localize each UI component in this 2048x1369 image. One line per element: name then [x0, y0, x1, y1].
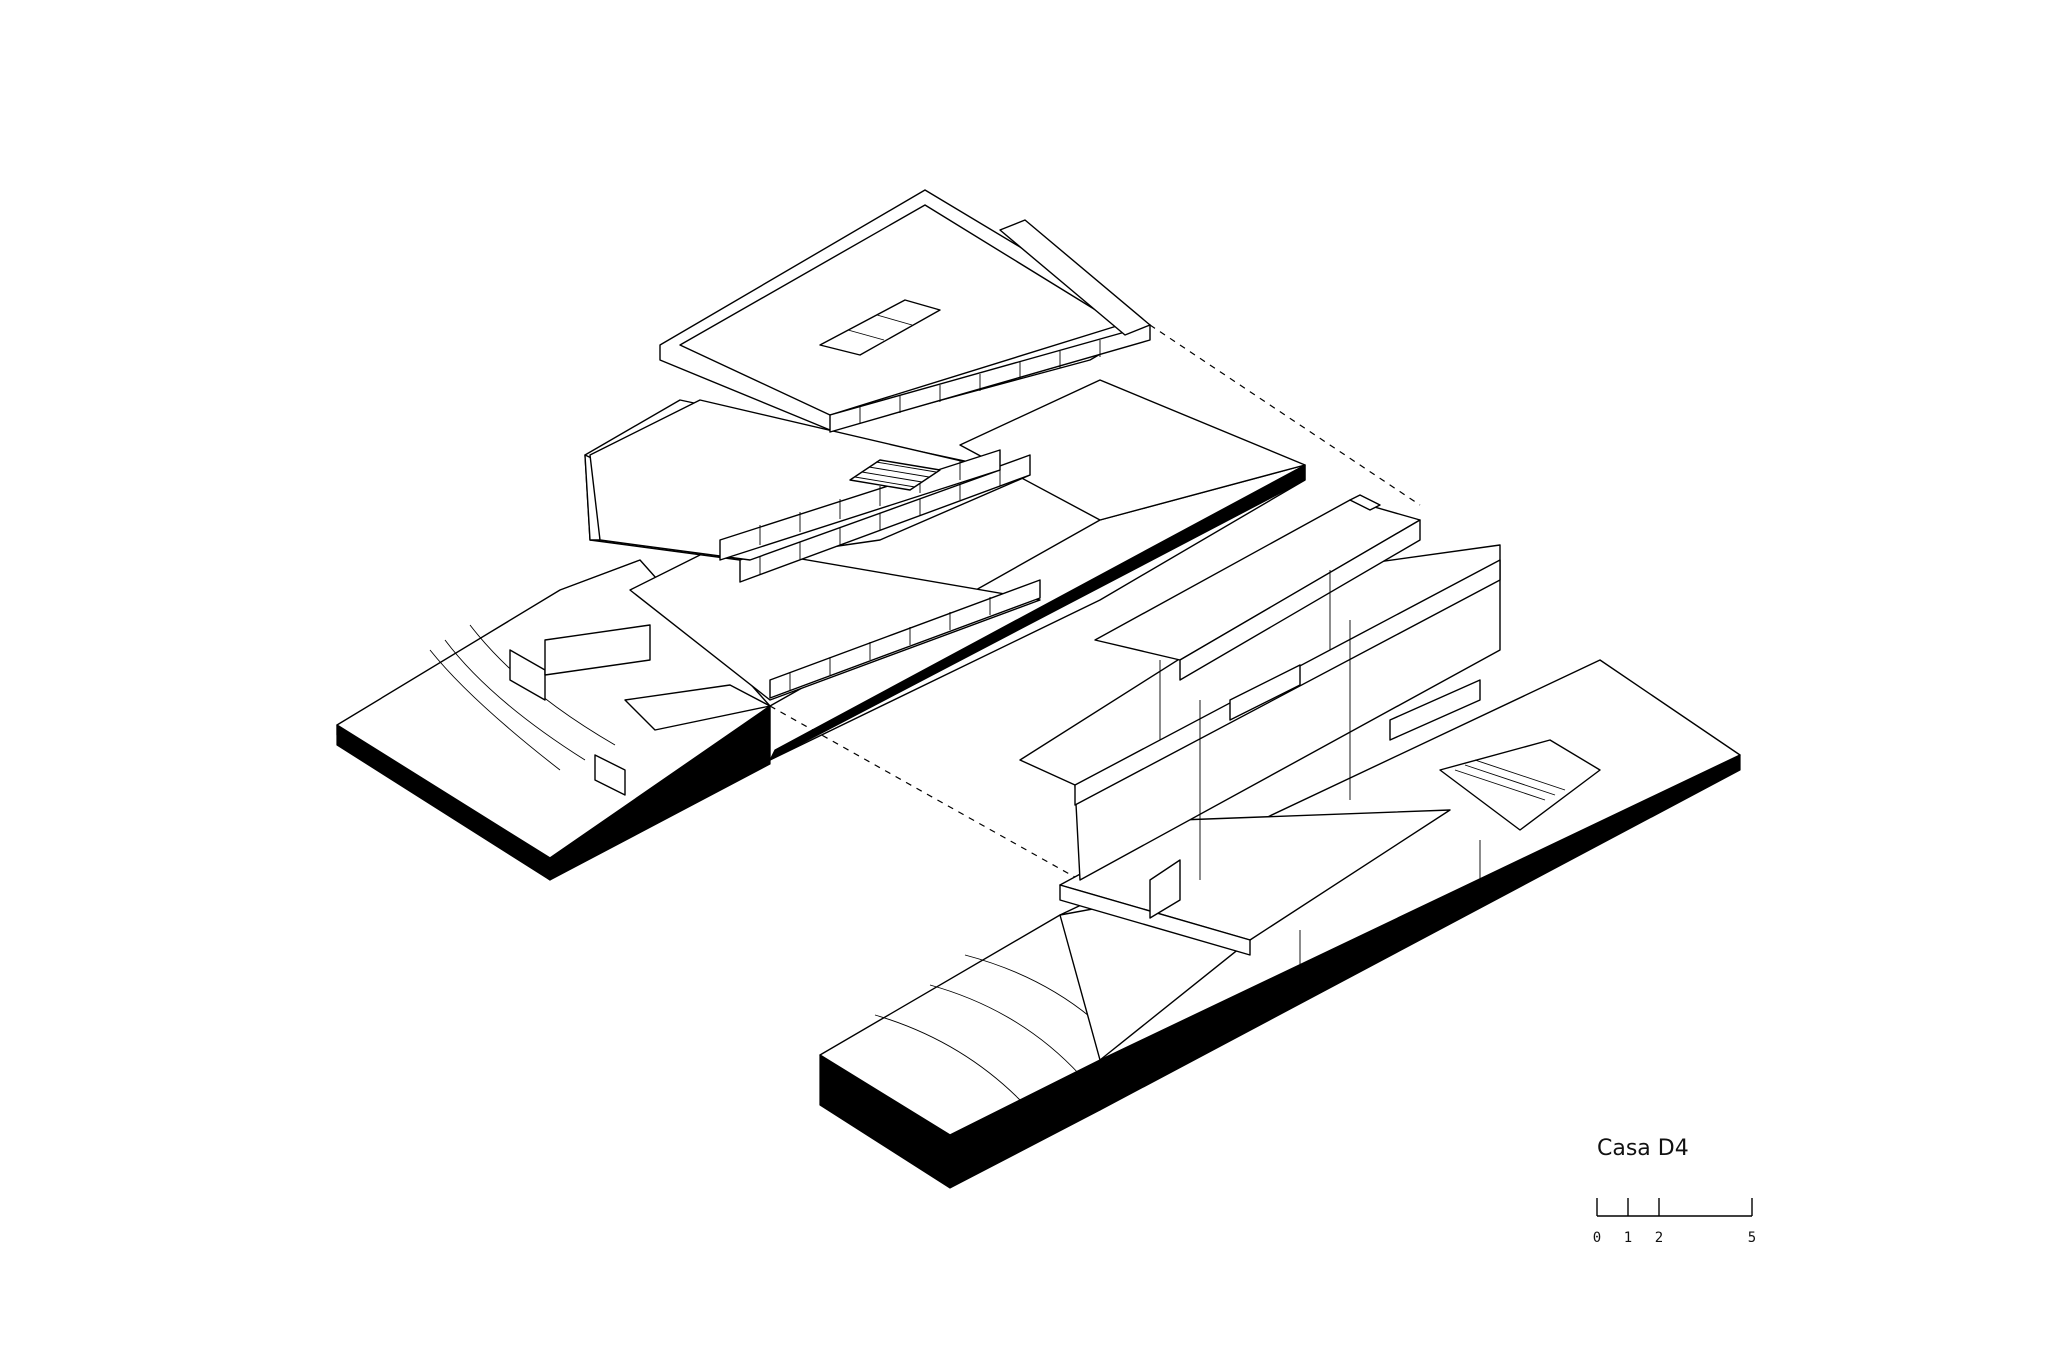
scale-bar: [1596, 1198, 1753, 1217]
left-roof: [659, 189, 1151, 433]
drawing-title: Casa D4: [1597, 1136, 1689, 1161]
scale-bar-label: 5: [1747, 1230, 1757, 1246]
left-assembly: [336, 189, 1306, 881]
right-lower-floor: [1059, 809, 1451, 956]
scale-bar-label: 1: [1623, 1230, 1633, 1246]
left-long-slab: [769, 379, 1306, 761]
right-assembly: [819, 494, 1741, 1189]
right-upper-frame: [1094, 494, 1421, 740]
left-upper-floor: [589, 399, 1001, 561]
scale-bar-label: 0: [1592, 1230, 1602, 1246]
left-lower-frame: [629, 544, 1041, 701]
scale-bar-label: 2: [1654, 1230, 1664, 1246]
